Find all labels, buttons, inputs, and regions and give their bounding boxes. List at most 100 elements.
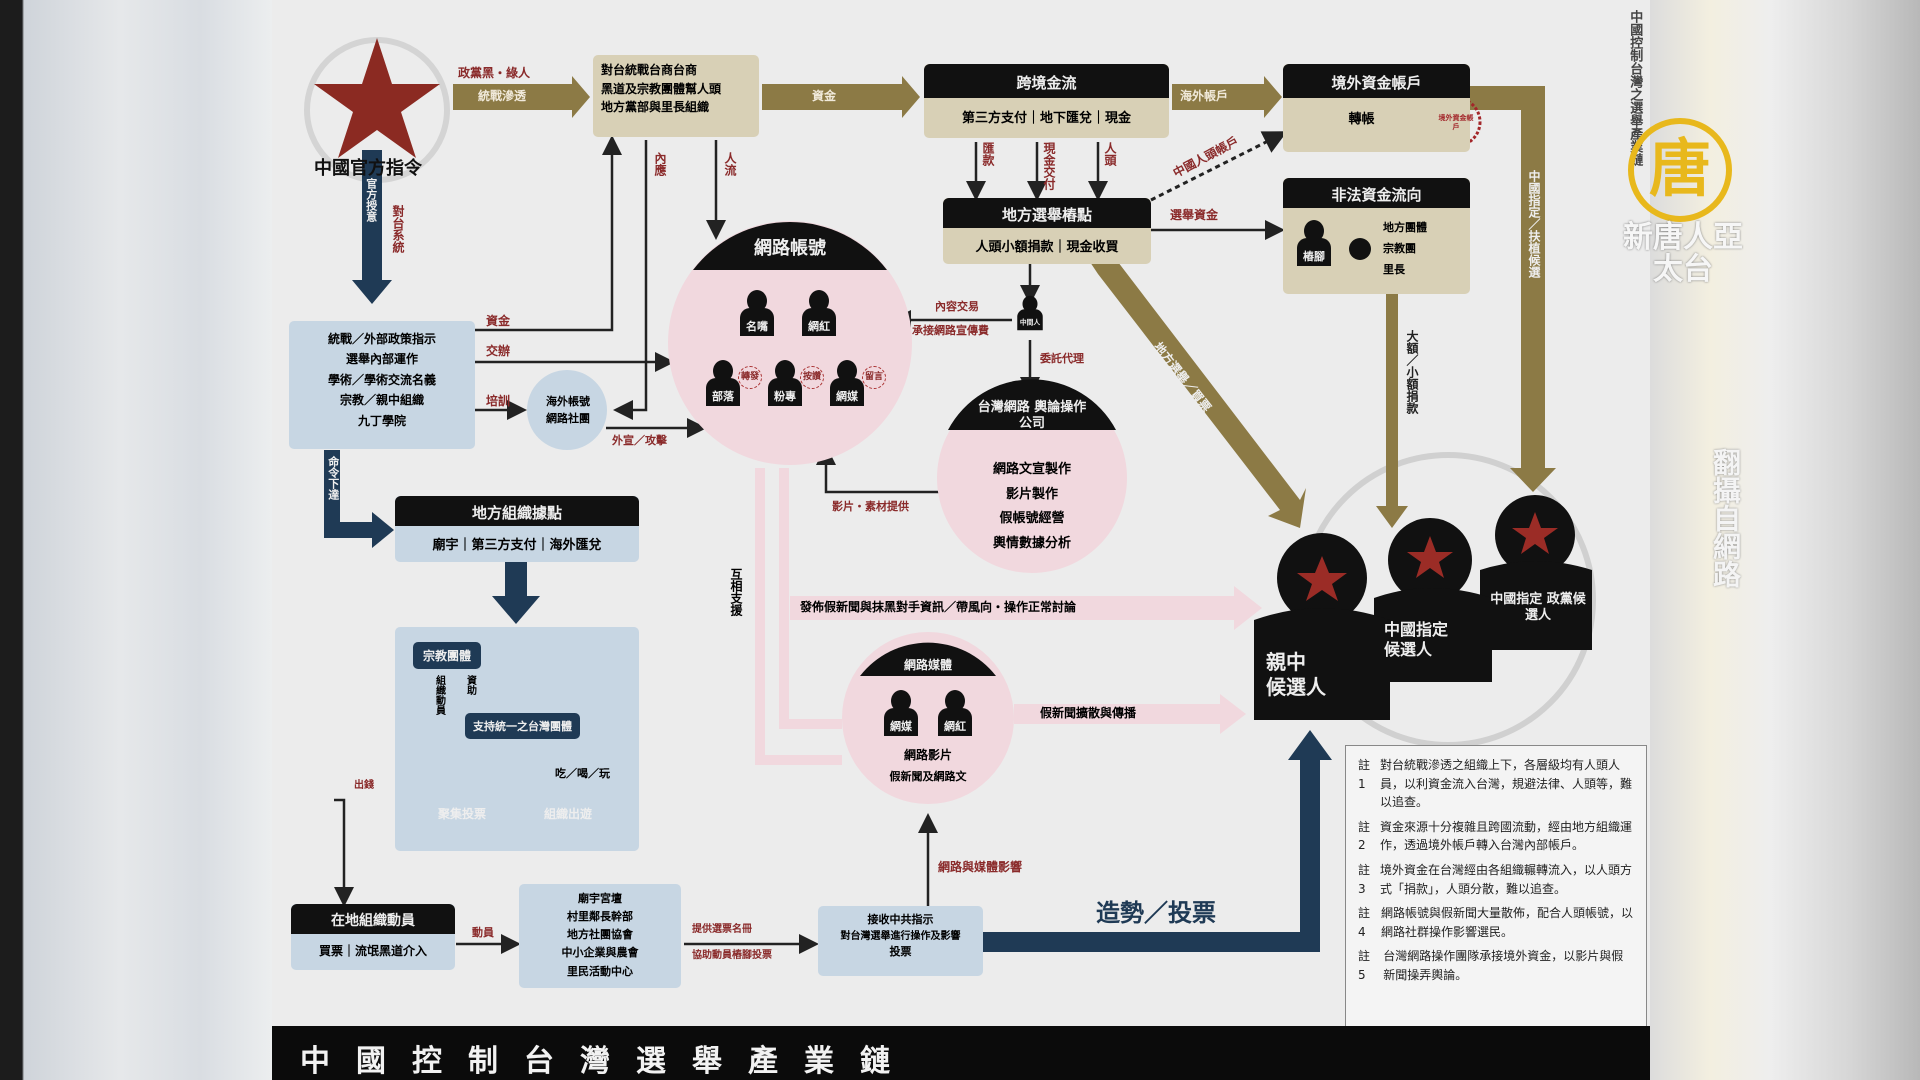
label-pr-fee: 承接網路宣傳費 [912,324,989,337]
cross-border-title: 跨境金流 [924,64,1169,98]
gold-arrow-illegal [1376,294,1408,528]
label-pay: 出錢 [354,780,374,791]
label-media-influence: 網路與媒體影響 [938,860,1023,874]
footer-title: 中國控制台灣選舉產業鏈 [272,1026,1650,1080]
local-post-title: 地方選舉樁點 [943,198,1151,228]
community-line: 里民活動中心 [567,964,633,978]
pr-item: 網路文宣製作 [992,462,1071,477]
down-label-right: 對台系統 [391,205,405,253]
org-box: 地方組織據點 廟宇｜第三方支付｜海外匯兌 [395,496,639,562]
local-post-box: 地方選舉樁點 人頭小額捐款｜現金收買 [943,198,1151,264]
community-line: 村里鄰長幹部 [567,910,633,924]
navy-arrow-down [352,150,392,304]
directive-line: 九丁學院 [357,413,406,428]
pr-company-circle [937,383,1127,573]
label-remit: 匯款 [981,142,995,166]
small-circle-line: 海外帳號 [546,395,590,408]
network-title: 網路帳號 [754,238,826,259]
gold-arrow-diagonal [1090,262,1306,528]
candidate-figures [1254,495,1592,720]
person-icon: 網紅 [938,690,972,736]
illegal-item: 里長 [1383,262,1405,276]
offshore-title: 境外資金帳戶 [1283,64,1470,98]
label-funds: 資金 [486,314,511,328]
pro-unification-tag: 支持統一之台灣團體 [465,713,580,739]
gold-right-label: 中國指定／扶植候選 [1527,170,1541,278]
pink-arrow-2-label: 假新聞擴散與傳播 [1040,706,1137,720]
cross-border-box: 跨境金流 第三方支付｜地下匯兌｜現金 [924,64,1169,138]
ground-title: 在地組織動員 [291,904,455,934]
ntd-logo-icon: 唐 [1628,118,1732,222]
united-front-line: 對台統戰台商台商 [601,63,698,77]
channel-name: 新唐人亞太台 [1623,220,1743,287]
label-material: 影片・素材提供 [832,500,909,513]
pink-arrow-1-label: 發佈假新聞與抹黑對手資訊／帶風向・操作正常討論 [800,600,1077,614]
arrow-label-overseas: 海外帳戶 [1180,89,1229,103]
local-post-sub: 人頭小額捐款｜現金收買 [975,240,1119,255]
navy-arrow-right [324,450,394,548]
receiver-line: 接收中共指示 [867,913,934,926]
illegal-funds-box: 非法資金流向 樁腳 地方團體 宗教團 里長 [1283,178,1470,294]
directive-line: 學術／學術交流名義 [327,372,436,387]
ground-sub: 買票｜流氓黑道介入 [318,944,427,958]
directive-line: 統戰／外部政策指示 [327,332,436,346]
gold-arrow-overseas [1172,76,1282,118]
pr-company-title: 台灣網路 輿論操作公司 [977,400,1087,432]
stamp-text: 境外資金帳戶 [1438,114,1474,131]
pink-arrow-1 [790,586,1262,630]
label-cash: 現金交付 [1042,142,1056,190]
label-content-deal: 內容交易 [935,300,979,313]
directive-line: 宗教／親中組織 [339,393,424,408]
label-fund: 資助 [464,675,476,695]
cross-border-sub: 第三方支付｜地下匯兌｜現金 [961,111,1131,126]
receiver-line: 投票 [889,944,912,958]
religious-group-tag: 宗教團體 [413,642,482,669]
person-icon: 網紅 [802,290,836,336]
media-title: 網路媒體 [903,658,952,672]
directive-line: 選舉內部運作 [345,352,418,367]
candidate-pro-china: 親中 候選人 [1266,650,1326,699]
label-help-vote: 協助動員樁腳投票 [692,950,772,961]
mobilization-panel: 宗教團體 支持統一之台灣團體 組織動員 資助 吃／喝／玩 聚集投票 組織出遊 [395,627,639,851]
pr-item: 輿情數據分析 [992,536,1071,552]
pill-trip: 組織出遊 [543,807,592,821]
vote-arrow-label: 造勢／投票 [1096,899,1216,927]
small-blue-circle [527,370,607,450]
badge: 轉發 [738,366,763,390]
person-icon: 粉專 [768,360,802,406]
gold-arrow-right [1470,86,1556,492]
person-icon: 網媒 [830,360,864,406]
hub-icon [1349,238,1371,260]
person-icon: 名嘴 [740,290,774,336]
pr-item: 假帳號經營 [999,511,1065,527]
side-vertical-text: 中國控制台灣之選舉產業鏈 [1627,10,1643,166]
label-donations: 大額／小額捐款 [1405,330,1419,414]
receiver-box: 接收中共指示 對台灣選舉進行操作及影響 投票 [818,906,983,976]
person-icon: 樁腳 [1297,220,1331,266]
small-circle-line: 網路社團 [546,411,590,425]
gold-arrow-origin [453,76,590,118]
navy-arrow-vote [983,730,1332,952]
pr-item: 影片製作 [1005,486,1058,502]
illegal-item: 宗教團 [1383,241,1416,255]
label-mobilization: 動員 [472,926,494,939]
arrow-label-united-front: 統戰滲透 [478,89,527,103]
down-label-left: 官方授意 [364,178,378,222]
media-line: 網路影片 [903,748,952,762]
org-title: 地方組織據點 [395,496,639,526]
label-train: 培訓 [486,394,511,408]
red-star-icon [314,38,440,158]
label-election-funds: 選舉資金 [1170,208,1219,222]
label-people-flow: 人流 [723,152,737,176]
candidate-party: 中國指定 政黨候選人 [1490,592,1586,624]
directive-box: 統戰／外部政策指示 選舉內部運作 學術／學術交流名義 宗教／親中組織 九丁學院 [289,321,475,449]
gold-arrow-funds [762,76,920,118]
illegal-title: 非法資金流向 [1283,178,1470,208]
arrow-label-top: 政黨黑・綠人 [458,66,531,80]
